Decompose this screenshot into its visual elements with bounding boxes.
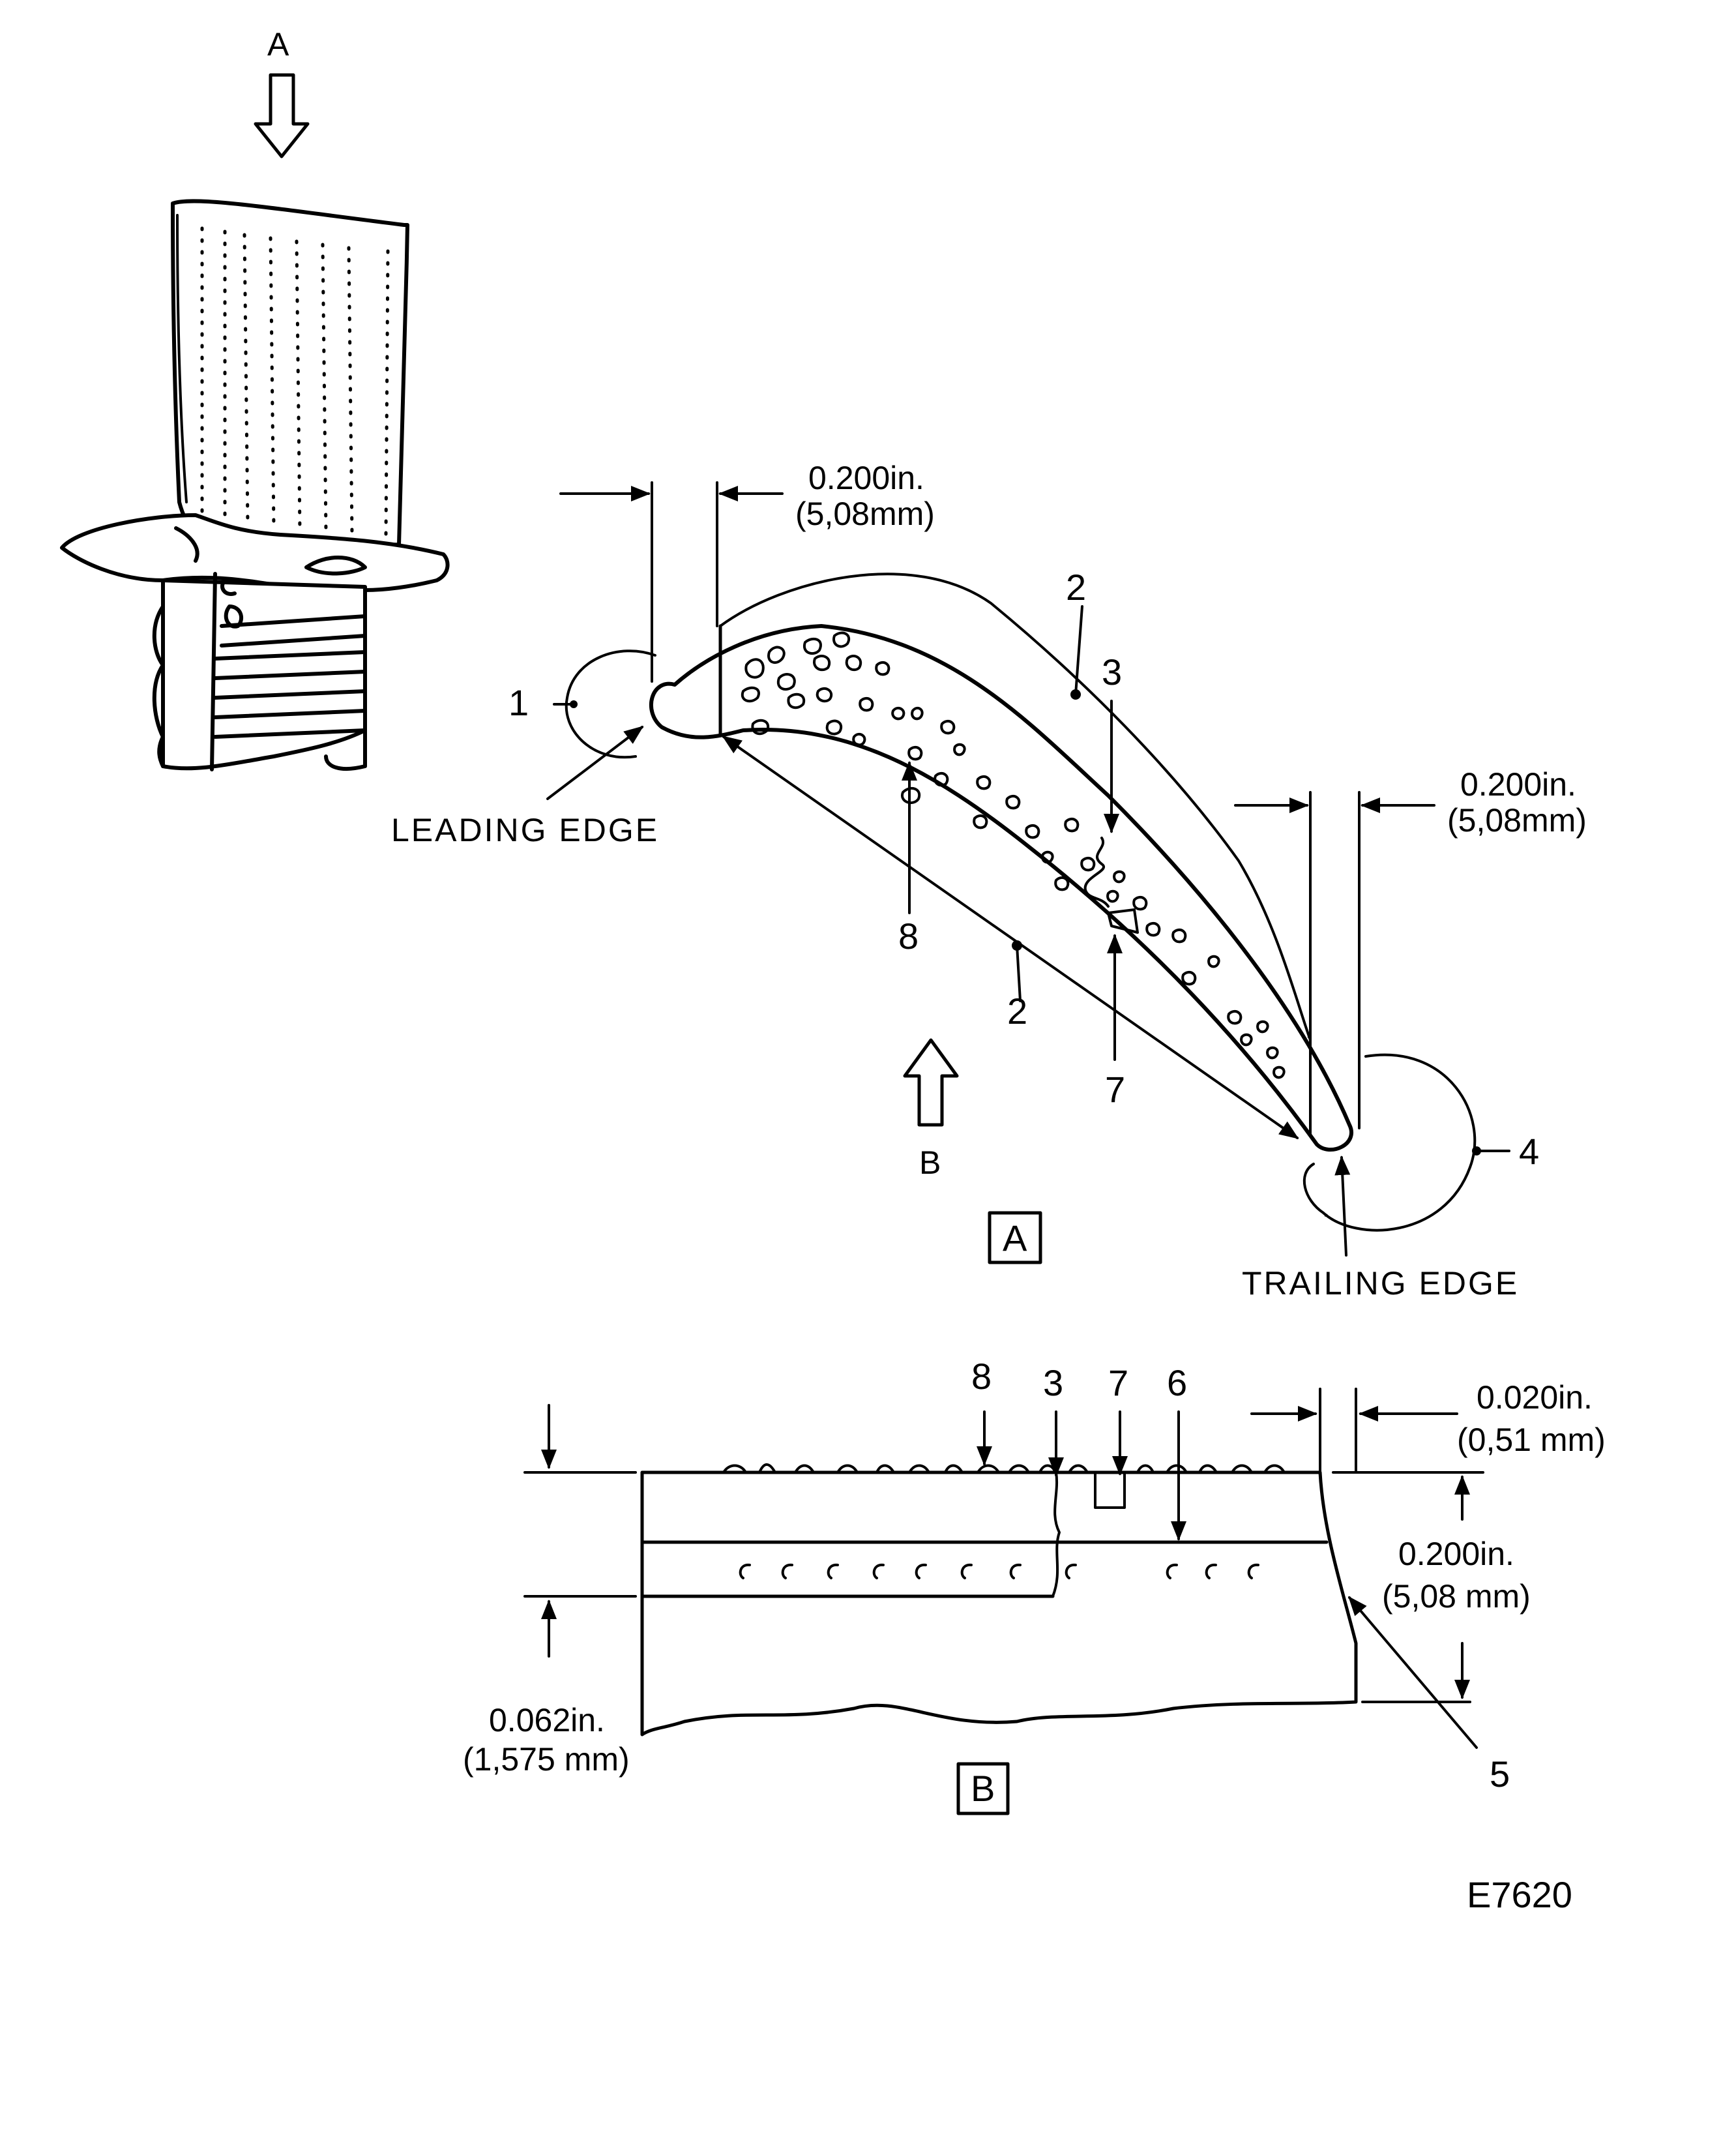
callout-2-upper: 2: [1066, 567, 1086, 608]
leading-edge-radius: [553, 649, 656, 759]
le-dim-mm: (5,08mm): [795, 496, 935, 532]
view-a-label-box: A: [988, 1211, 1042, 1264]
callout-7-lower: 7: [1108, 1362, 1128, 1403]
cooling-holes-pattern: [200, 226, 390, 537]
depth-dimension: [1332, 1471, 1484, 1703]
callout-8-lower: 8: [971, 1356, 992, 1397]
down-arrow-icon: [254, 73, 310, 158]
view-b-marker: B: [919, 1144, 941, 1181]
callout-8-upper: 8: [898, 916, 919, 957]
callout-2-lower: 2: [1007, 991, 1027, 1032]
depth-dim-in: 0.200in.: [1398, 1536, 1514, 1572]
callout-5: 5: [1490, 1753, 1510, 1795]
callout-1: 1: [508, 682, 529, 723]
edge-section-view: [640, 1470, 1358, 1736]
tip-dim-in: 0.020in.: [1477, 1379, 1593, 1416]
pressure-side-chord: [722, 736, 1299, 1139]
leading-edge-dimension: [559, 481, 784, 683]
leading-edge-caption: LEADING EDGE: [391, 812, 659, 848]
te-dim-in: 0.200in.: [1460, 766, 1576, 803]
trailing-edge-dimension: [1234, 791, 1435, 1136]
view-a-marker: A: [267, 26, 289, 63]
depth-dim-mm: (5,08 mm): [1382, 1578, 1531, 1615]
band-dimension: [523, 1404, 637, 1658]
leading-edge-leader: [546, 726, 644, 800]
view-b-label-box: B: [956, 1762, 1010, 1815]
figure-id: E7620: [1467, 1874, 1572, 1915]
airfoil-section: [649, 624, 1353, 1152]
trailing-edge-radius: [1302, 1053, 1510, 1232]
callout-5-leader: [1348, 1596, 1478, 1749]
band-dim-in: 0.062in.: [489, 1702, 605, 1738]
turbine-blade-illustration: [60, 199, 450, 771]
te-dim-mm: (5,08mm): [1447, 802, 1587, 839]
callout-3-lower: 3: [1043, 1362, 1063, 1403]
callout-3-upper: 3: [1102, 651, 1122, 693]
view-b-callout-leaders: [977, 1410, 1186, 1541]
up-arrow-icon: [903, 1038, 959, 1127]
le-dim-in: 0.200in.: [808, 460, 924, 496]
view-b-label: B: [971, 1768, 995, 1809]
trailing-edge-caption: TRAILING EDGE: [1242, 1265, 1519, 1302]
tip-dimension: [1250, 1388, 1458, 1474]
trailing-edge-leader: [1334, 1155, 1351, 1257]
tip-dim-mm: (0,51 mm): [1457, 1422, 1606, 1458]
callout-4: 4: [1519, 1131, 1539, 1172]
view-a-label: A: [1003, 1217, 1027, 1259]
view-a-indicator: A: [254, 26, 310, 158]
callout-7-upper: 7: [1105, 1069, 1125, 1110]
callout-6: 6: [1167, 1362, 1187, 1403]
view-b-indicator: B: [903, 1038, 959, 1181]
internal-holes: [739, 1563, 1259, 1579]
band-dim-mm: (1,575 mm): [463, 1741, 630, 1778]
